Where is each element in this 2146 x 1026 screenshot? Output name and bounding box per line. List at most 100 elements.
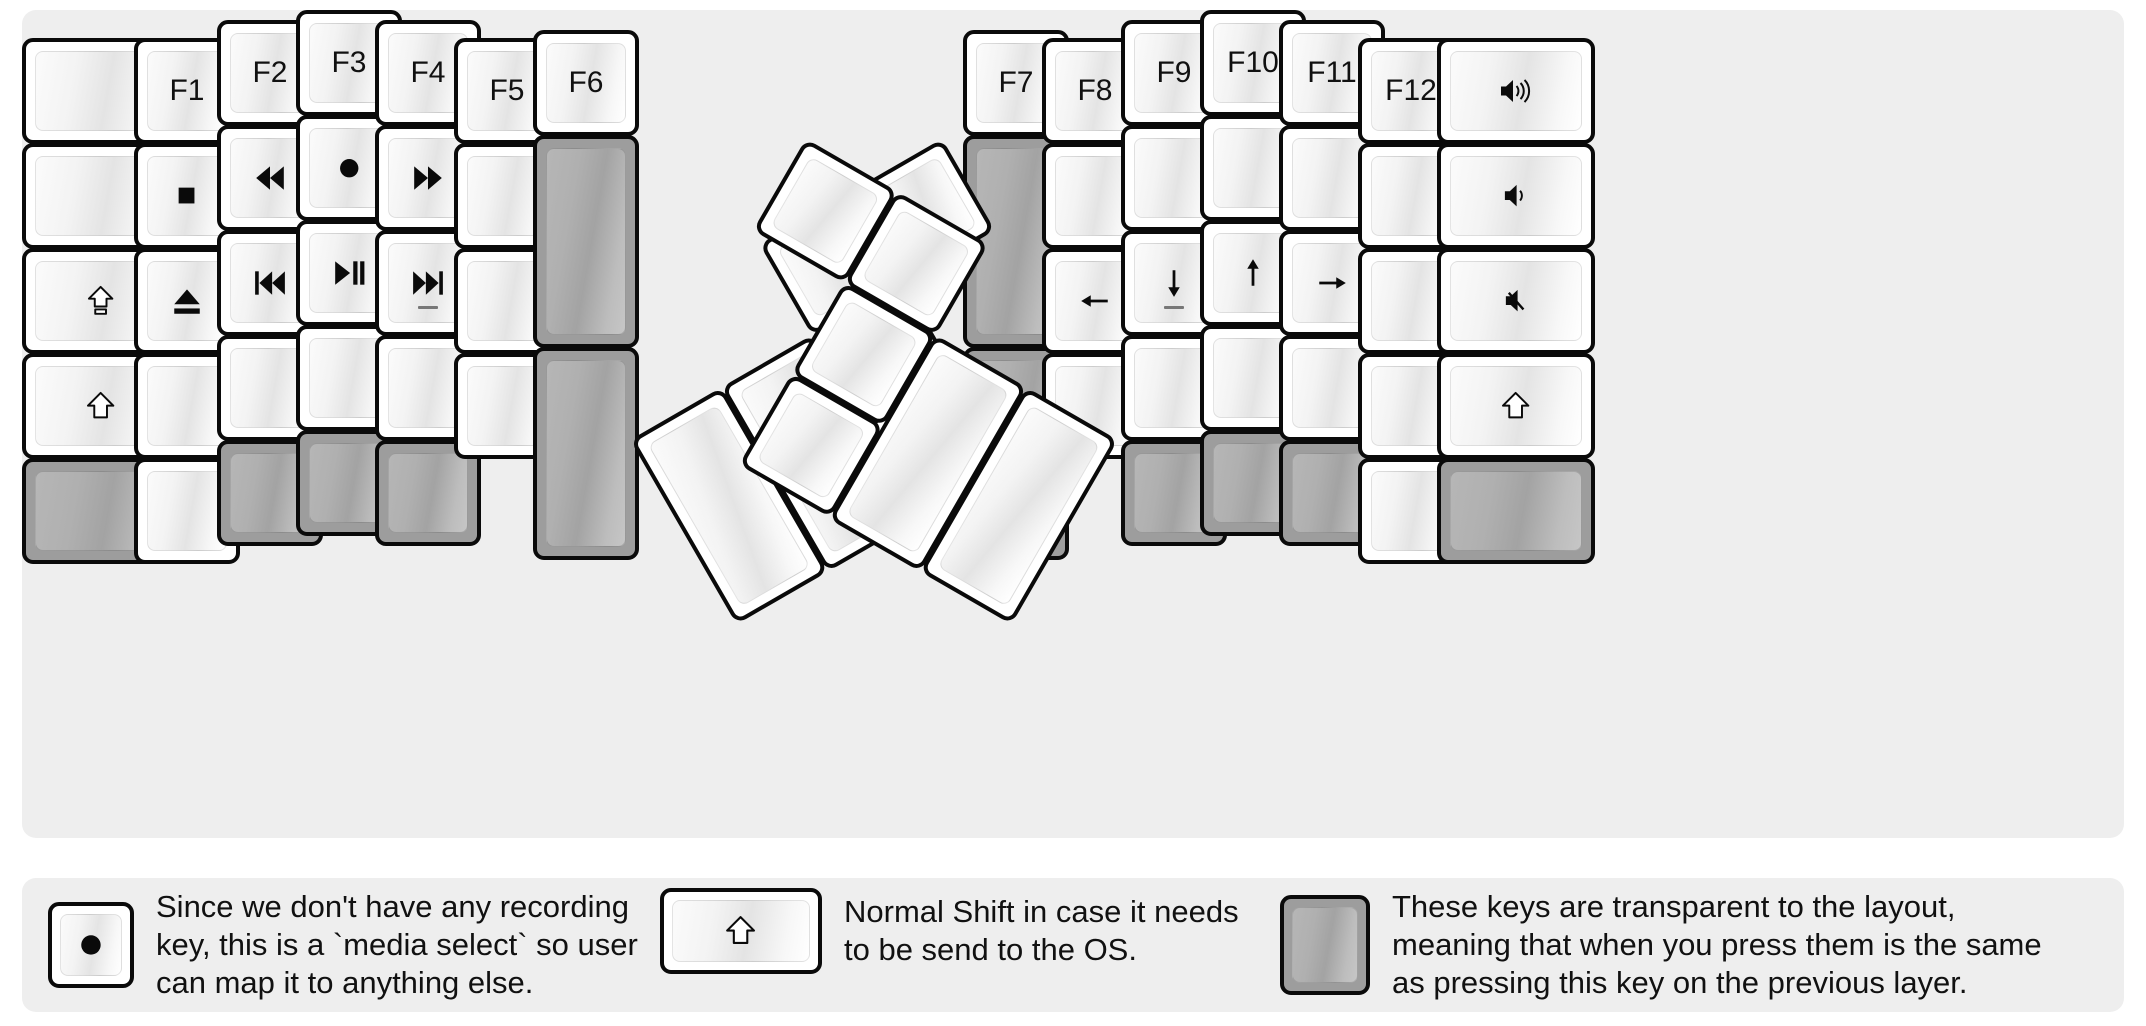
key-glyph-wrap: F2 (231, 34, 309, 112)
key-glyph-wrap (389, 454, 467, 532)
legend-item-1: Since we don't have any recording key, t… (48, 888, 638, 1001)
media-record-icon (78, 932, 104, 958)
key-glyph-wrap (1451, 157, 1581, 235)
key-glyph-wrap (148, 157, 226, 235)
key-glyph-wrap (148, 262, 226, 340)
key-glyph-wrap (1451, 367, 1581, 445)
legend-item-3: These keys are transparent to the layout… (1280, 888, 2042, 1001)
key-cap (147, 366, 227, 446)
key-cap (770, 156, 880, 266)
media-previous-icon (253, 266, 287, 300)
key-glyph-wrap: F8 (1056, 52, 1134, 130)
shift-icon (1500, 390, 1531, 421)
media-stop-icon (176, 185, 197, 206)
key-cap (1450, 156, 1582, 236)
key-cap (1450, 51, 1582, 131)
media-play-pause-icon (332, 256, 366, 290)
volume-mute-icon (1500, 285, 1531, 316)
key-glyph-wrap (148, 367, 226, 445)
media-fast-forward-icon (411, 161, 445, 195)
key-cap (546, 360, 626, 547)
key-glyph-wrap (148, 472, 226, 550)
legend-description-3: These keys are transparent to the layout… (1392, 889, 2042, 1000)
legend-key-3 (1280, 894, 1370, 995)
key-right-pinky-outer-2[interactable] (1437, 143, 1595, 249)
key-glyph-wrap (547, 149, 625, 334)
legend-description-2: Normal Shift in case it needs to be send… (844, 894, 1239, 967)
shift-icon (724, 914, 757, 947)
key-label: F10 (1227, 46, 1279, 79)
key-left-inner-extra-1[interactable]: F6 (533, 30, 639, 136)
key-label: F3 (331, 46, 367, 79)
legend-key-cap (672, 900, 810, 962)
key-right-pinky-outer-1[interactable] (1437, 38, 1595, 144)
media-next-icon (411, 266, 445, 300)
key-glyph-wrap: F4 (389, 34, 467, 112)
key-cap (147, 156, 227, 236)
key-label: F5 (489, 74, 525, 107)
caps-lock-icon (85, 285, 116, 316)
key-glyph-wrap: F5 (468, 52, 546, 130)
key-cap: F1 (147, 51, 227, 131)
volume-down-icon (1500, 180, 1531, 211)
key-glyph-wrap (1293, 244, 1371, 322)
key-glyph-wrap (36, 262, 166, 340)
key-left-index-5[interactable] (375, 440, 481, 546)
key-glyph-wrap (863, 210, 970, 317)
key-cap: F6 (546, 43, 626, 123)
key-glyph-wrap (810, 301, 917, 408)
key-glyph-wrap (231, 139, 309, 217)
key-label: F1 (169, 74, 205, 107)
key-glyph-wrap: F6 (547, 44, 625, 122)
key-label: F7 (998, 66, 1034, 99)
arrow-up-icon (1236, 256, 1270, 290)
key-left-inner-extra-2[interactable] (533, 135, 639, 348)
arrow-left-icon (1078, 284, 1112, 318)
media-eject-icon (170, 284, 204, 318)
key-right-pinky-outer-5[interactable] (1437, 458, 1595, 564)
key-glyph-wrap (310, 129, 388, 207)
key-glyph-wrap (1451, 262, 1581, 340)
key-label: F8 (1077, 74, 1113, 107)
key-cap (147, 471, 227, 551)
volume-up-icon (1498, 73, 1534, 109)
shift-icon (85, 390, 116, 421)
homing-bump-indicator (1164, 306, 1184, 309)
key-glyph-wrap (1214, 234, 1292, 312)
key-glyph-wrap: F3 (310, 24, 388, 102)
key-cap (1450, 261, 1582, 341)
legend-key-cap (60, 913, 122, 976)
key-right-index-5[interactable] (1121, 440, 1227, 546)
key-glyph-wrap (36, 367, 166, 445)
key-glyph-wrap (1451, 472, 1581, 550)
key-glyph-wrap (1135, 244, 1213, 322)
legend-key-2 (660, 888, 822, 974)
key-glyph-wrap (758, 392, 865, 499)
key-label: F12 (1385, 74, 1437, 107)
homing-bump-indicator (418, 306, 438, 309)
arrow-down-icon (1157, 266, 1191, 300)
key-left-index-1[interactable]: F4 (375, 20, 481, 126)
key-right-pinky-outer-4[interactable] (1437, 353, 1595, 459)
key-glyph-wrap (1451, 52, 1581, 130)
key-label: F11 (1307, 56, 1357, 89)
key-cap (147, 261, 227, 341)
key-glyph-wrap (772, 158, 879, 265)
legend-description-1: Since we don't have any recording key, t… (156, 889, 638, 1000)
key-glyph-wrap: F11 (1293, 34, 1371, 112)
key-right-pinky-outer-3[interactable] (1437, 248, 1595, 354)
key-glyph-wrap: F7 (977, 44, 1055, 122)
key-left-inner-extra-3[interactable] (533, 347, 639, 560)
key-glyph-wrap (547, 361, 625, 546)
legend-item-2: Normal Shift in case it needs to be send… (660, 888, 1239, 974)
key-glyph-wrap (389, 244, 467, 322)
key-cap (1450, 366, 1582, 446)
key-glyph-wrap (310, 234, 388, 312)
key-label: F2 (252, 56, 288, 89)
key-glyph-wrap (231, 244, 309, 322)
key-cap (546, 148, 626, 335)
key-glyph-wrap (389, 139, 467, 217)
key-cap (388, 453, 468, 533)
key-cap (1450, 471, 1582, 551)
